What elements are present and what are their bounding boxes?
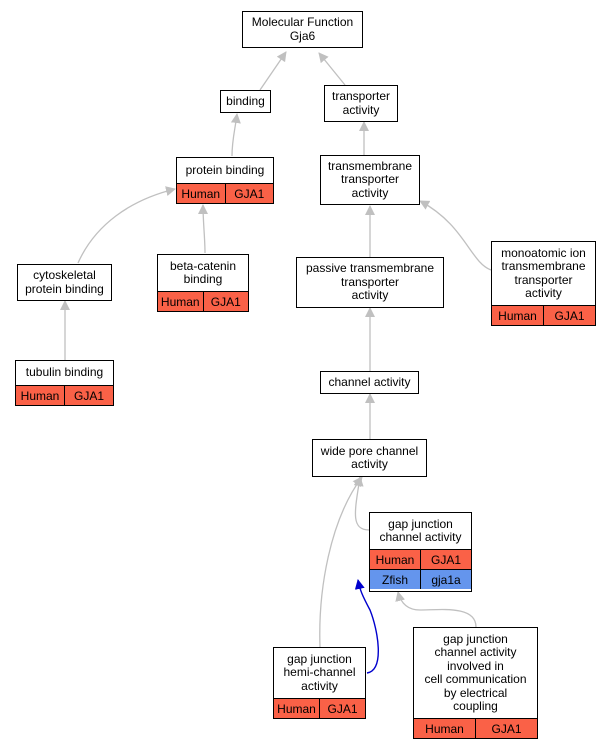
node-molecular-function[interactable]: Molecular Function Gja6 xyxy=(242,11,363,48)
annotation-row-human: Human GJA1 xyxy=(274,698,365,718)
species-label: Human xyxy=(20,388,60,403)
node-beta-catenin-binding[interactable]: beta-catenin binding Human GJA1 xyxy=(157,254,249,312)
node-label-line: transporter xyxy=(340,172,400,187)
node-label-line: activity xyxy=(351,185,389,200)
annotation-row-human: Human GJA1 xyxy=(158,291,248,311)
node-label-line: hemi-channel xyxy=(283,665,356,680)
edge-electrical-to-gap-channel xyxy=(395,591,477,628)
node-label-line: passive transmembrane xyxy=(305,261,435,276)
node-label-line: cytoskeletal xyxy=(33,268,96,282)
node-label-line: activity xyxy=(525,286,562,300)
edge-gap-channel-to-wide-pore xyxy=(353,476,370,531)
node-label-line: involved in xyxy=(447,658,504,673)
node-transporter-activity[interactable]: transporter activity xyxy=(324,85,398,122)
node-label-line: cell communication xyxy=(424,672,527,686)
node-label-line: beta-catenin xyxy=(169,258,237,273)
species-label: Human xyxy=(375,552,415,567)
edge-protein-binding-to-binding xyxy=(230,113,241,157)
node-label-line: tubulin binding xyxy=(25,365,104,380)
node-label-line: transmembrane xyxy=(501,259,586,273)
node-channel-activity[interactable]: channel activity xyxy=(320,371,419,394)
node-label-line: binding xyxy=(183,272,223,286)
node-wide-pore-channel[interactable]: wide pore channel activity xyxy=(312,439,427,477)
gene-label: GJA1 xyxy=(202,292,249,311)
node-label-line: Molecular Function xyxy=(251,15,354,29)
node-label-line: monoatomic ion xyxy=(501,245,586,260)
node-label-line: channel activity xyxy=(328,374,411,389)
species-label: Human xyxy=(277,701,316,716)
species-label: Zfish xyxy=(381,572,408,587)
species-label: Human xyxy=(181,186,221,201)
node-label-line: coupling xyxy=(453,699,498,713)
annotation-row-human: Human GJA1 xyxy=(414,718,537,738)
gene-label: gja1a xyxy=(420,570,471,589)
node-binding[interactable]: binding xyxy=(220,90,271,113)
edge-cytoskeletal-to-protein-binding xyxy=(77,186,176,264)
node-label-line: binding xyxy=(226,93,265,108)
node-label-line: activity xyxy=(351,288,389,303)
node-label-line: gap junction xyxy=(287,651,352,666)
node-label-line: channel activity xyxy=(434,645,517,659)
node-label-line: transporter xyxy=(340,274,400,289)
node-label-line: Gja6 xyxy=(289,28,316,43)
node-label-line: by electrical xyxy=(443,685,508,700)
node-label-line: activity xyxy=(351,457,388,471)
edge-beta-catenin-to-protein-binding xyxy=(198,204,209,254)
node-label-line: transporter xyxy=(514,272,573,287)
annotation-row-human: Human GJA1 xyxy=(370,549,471,569)
node-tubulin-binding[interactable]: tubulin binding Human GJA1 xyxy=(15,360,114,406)
annotation-row-zfish: Zfish gja1a xyxy=(370,569,471,589)
node-label-line: activity xyxy=(342,102,380,117)
node-label-line: channel activity xyxy=(379,530,462,544)
annotation-row-human: Human GJA1 xyxy=(492,305,595,325)
node-protein-binding[interactable]: protein binding Human GJA1 xyxy=(176,157,274,204)
node-passive-transmembrane-transporter[interactable]: passive transmembrane transporter activi… xyxy=(296,257,444,308)
gene-label: GJA1 xyxy=(420,550,471,569)
species-label: Human xyxy=(498,308,537,323)
node-monoatomic-ion-transporter[interactable]: monoatomic ion transmembrane transporter… xyxy=(491,241,596,326)
annotation-row-human: Human GJA1 xyxy=(16,385,113,405)
edge-binding-to-root xyxy=(259,51,287,91)
species-label: Human xyxy=(160,294,200,309)
node-gap-junction-electrical-coupling[interactable]: gap junction channel activity involved i… xyxy=(413,627,538,739)
node-label-line: protein binding xyxy=(185,162,265,177)
node-label-line: wide pore channel xyxy=(320,443,419,458)
node-label-line: transmembrane xyxy=(327,158,413,173)
edge-monoatomic-to-transmembrane xyxy=(419,200,492,271)
gene-label: GJA1 xyxy=(224,184,274,203)
node-label-line: transporter xyxy=(331,89,391,103)
node-gap-junction-hemi-channel[interactable]: gap junction hemi-channel activity Human… xyxy=(273,647,366,719)
gene-label: GJA1 xyxy=(543,306,595,325)
edge-transporter-to-root xyxy=(318,52,346,86)
gene-label: GJA1 xyxy=(319,699,365,718)
node-label-line: protein binding xyxy=(25,281,104,296)
node-label-line: activity xyxy=(301,678,338,693)
node-gap-junction-channel[interactable]: gap junction channel activity Human GJA1… xyxy=(369,512,472,592)
node-label-line: gap junction xyxy=(443,631,508,646)
edge-hemi-to-wide-pore xyxy=(319,476,363,648)
node-label-line: gap junction xyxy=(388,516,453,531)
species-label: Human xyxy=(425,721,464,736)
node-transmembrane-transporter[interactable]: transmembrane transporter activity xyxy=(320,155,420,205)
gene-label: GJA1 xyxy=(64,386,113,405)
node-cytoskeletal-protein-binding[interactable]: cytoskeletal protein binding xyxy=(17,264,112,301)
annotation-row-human: Human GJA1 xyxy=(177,183,273,203)
gene-label: GJA1 xyxy=(475,719,537,738)
edge-hemi-to-gap-channel xyxy=(354,579,379,674)
